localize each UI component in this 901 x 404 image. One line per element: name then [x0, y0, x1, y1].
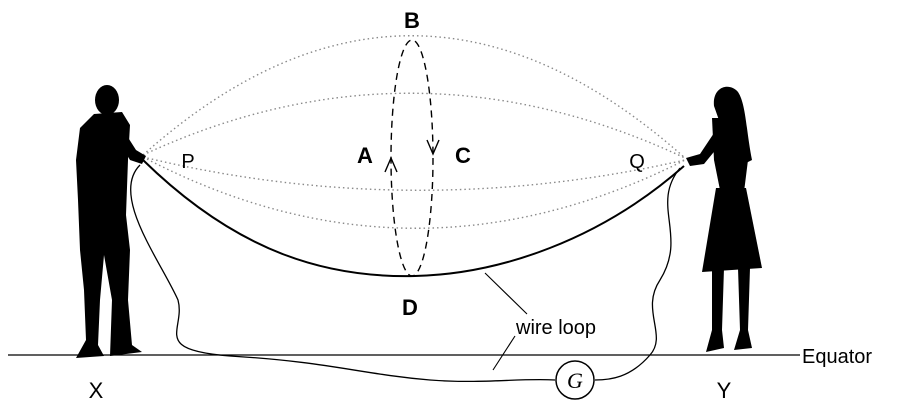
- person-y-legs: [706, 268, 752, 352]
- arrow-down-icon: [426, 139, 440, 156]
- wire-loop-leader-lower: [492, 335, 516, 371]
- wire-main-span: [142, 159, 685, 278]
- person-y-torso: [712, 118, 748, 194]
- person-y-arm: [686, 130, 722, 166]
- label-wire-loop: wire loop: [515, 317, 596, 339]
- galvanometer-circle: [555, 360, 595, 400]
- dotted-path-top: [142, 35, 686, 159]
- person-y-skirt: [702, 188, 762, 272]
- galvanometer-label: G: [567, 368, 583, 393]
- label-d: D: [402, 295, 418, 320]
- galvanometer: G: [555, 360, 595, 400]
- person-y-silhouette: [686, 86, 762, 352]
- dotted-path-upper: [142, 92, 686, 159]
- rotation-ellipse: [390, 39, 434, 277]
- dotted-path-lower: [142, 156, 686, 229]
- label-x: X: [89, 378, 104, 403]
- person-x-body: [76, 112, 142, 358]
- person-x-silhouette: [76, 85, 146, 358]
- label-p: P: [181, 151, 194, 173]
- person-y-head: [715, 88, 737, 116]
- label-y: Y: [717, 378, 732, 403]
- arrow-up-icon: [384, 156, 398, 173]
- wire-return-left: [129, 164, 556, 383]
- wire-loop-leader-upper: [484, 272, 528, 315]
- label-b: B: [404, 8, 420, 33]
- person-x-arm: [118, 128, 146, 164]
- dotted-rotation-paths: [142, 35, 686, 229]
- label-equator: Equator: [802, 346, 872, 368]
- label-q: Q: [629, 151, 645, 173]
- label-c: C: [455, 143, 471, 168]
- person-x-head: [95, 85, 119, 115]
- dotted-path-middle: [142, 156, 686, 191]
- label-a: A: [357, 143, 373, 168]
- wire-return-right: [594, 167, 681, 381]
